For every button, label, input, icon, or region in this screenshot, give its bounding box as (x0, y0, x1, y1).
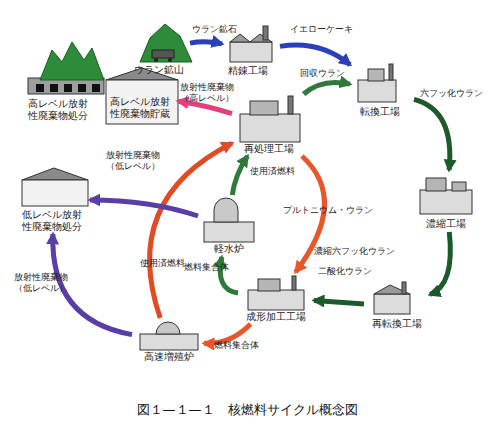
disposal-pit (64, 84, 72, 92)
llw-disposal-icon (22, 168, 88, 206)
facility-label: 成形加工工場 (246, 311, 312, 323)
flow-label: 燃料集合体 (184, 262, 234, 273)
facility-node: 高レベル放射 性廃棄物貯蔵 (104, 66, 178, 126)
factory-body (230, 42, 272, 62)
facility-node: 再転換工場 (364, 282, 430, 332)
storage-body (106, 80, 178, 124)
storage-body (22, 180, 88, 206)
flow-label: 使用済燃料 (250, 166, 300, 177)
reconversion-icon (374, 282, 410, 314)
chimney (402, 282, 406, 294)
facility-label: 高速増殖炉 (144, 351, 200, 363)
flow-arrow (178, 101, 232, 113)
facility-node: 高速増殖炉 (132, 318, 204, 364)
facility-label: 再転換工場 (372, 318, 428, 330)
disposal-pit (92, 84, 100, 92)
factory-body (420, 190, 472, 214)
factory-tower (250, 101, 278, 115)
conversion-icon (358, 64, 396, 102)
reactor-dome (156, 322, 180, 334)
factory-body (248, 290, 304, 310)
flow-label: 二酸化ウラン (318, 266, 378, 277)
facility-node: 転換工場 (350, 62, 414, 120)
facility-label: 精錬工場 (228, 65, 278, 77)
flow-arrow (314, 300, 364, 304)
mine-cart (152, 50, 174, 58)
factory-body (358, 80, 396, 102)
reactor-body (140, 334, 198, 350)
disposal-pit (36, 84, 44, 92)
chimney (288, 96, 293, 114)
facility-label: 高レベル放射 性廃棄物貯蔵 (110, 96, 174, 120)
flow-arrow (280, 45, 350, 65)
flow-arrow (232, 156, 247, 195)
flow-label: 放射性廃棄物 （低レベル） (14, 272, 70, 294)
chimney (292, 276, 296, 290)
reprocessing-icon (240, 96, 300, 142)
mountains (40, 42, 104, 80)
chimney (389, 64, 393, 80)
flow-label: ウラン鉱石 (192, 24, 252, 35)
flow-label: 使用済燃料 (140, 258, 190, 269)
facility-node: ウラン鉱山 (128, 20, 190, 78)
flow-label: 濃縮六フッ化ウラン (314, 246, 404, 257)
facility-node: 高レベル放射 性廃棄物処分 (24, 40, 102, 126)
flow-label: プルトニウム・ウラン (283, 205, 379, 216)
flow-arrow (190, 42, 222, 44)
factory-tower (426, 178, 446, 191)
chimney (263, 26, 268, 40)
factory-body (374, 294, 410, 314)
cart-wheel (154, 58, 158, 62)
facility-label: 濃縮工場 (426, 218, 476, 230)
enrichment-icon (420, 178, 472, 214)
disposal-pit (50, 84, 58, 92)
facility-node: 軽水炉 (198, 195, 258, 257)
flow-label: 回収ウラン (300, 68, 348, 79)
facility-label: 転換工場 (360, 106, 410, 118)
flow-label: イエローケーキ (290, 24, 360, 35)
flow-arrow (90, 200, 198, 216)
facility-node: 濃縮工場 (414, 170, 478, 232)
facility-node: 成形加工工場 (238, 272, 314, 324)
flow-label: 六フッ化ウラン (420, 88, 492, 99)
mine-hill (140, 24, 192, 62)
flow-arrow (304, 82, 350, 94)
figure-caption: 図１—１—１ 核燃料サイクル概念図 (0, 402, 494, 418)
disposal-pit (78, 84, 86, 92)
hlw-storage-icon (106, 68, 178, 124)
facility-label: 高レベル放射 性廃棄物処分 (28, 98, 92, 122)
factory-tower (258, 279, 280, 291)
flow-arrow (430, 232, 450, 295)
flow-arrow (414, 99, 450, 170)
factory-tower (452, 182, 466, 191)
factory-body (240, 114, 300, 142)
flow-label: 燃料集合体 (214, 340, 264, 351)
facility-node: 再処理工場 (232, 94, 304, 156)
mine-icon (140, 24, 192, 62)
facility-label: 再処理工場 (244, 143, 300, 155)
cart-wheel (168, 58, 172, 62)
facility-label: 軽水炉 (214, 243, 250, 255)
flow-label: 放射性廃棄物 （高レベル） (180, 82, 236, 104)
facility-label: 低レベル放射 性廃棄物処分 (22, 209, 86, 233)
storage-roof (22, 168, 88, 180)
flow-arrow (150, 143, 232, 318)
fbr-icon (140, 322, 198, 350)
reactor-body (204, 222, 254, 242)
flow-label: 放射性廃棄物 （低レベル） (106, 150, 162, 172)
hlw-disposal-icon (28, 42, 104, 94)
factory-tower (368, 69, 384, 81)
facility-label: ウラン鉱山 (134, 64, 190, 76)
reactor-dome (214, 198, 238, 222)
facility-node: 低レベル放射 性廃棄物処分 (18, 166, 90, 234)
fabrication-icon (248, 276, 304, 310)
lwr-icon (204, 198, 254, 242)
